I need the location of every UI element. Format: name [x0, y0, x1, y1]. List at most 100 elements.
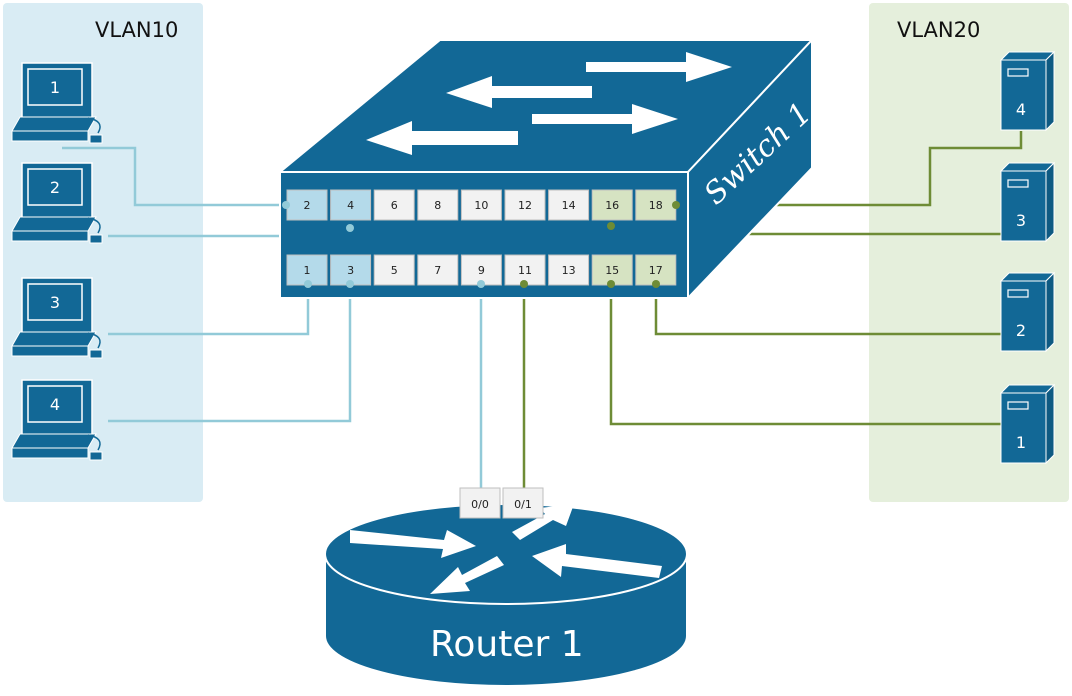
- port-box: [417, 254, 459, 286]
- port-box: [373, 189, 415, 221]
- link-port15-server1: [609, 284, 1001, 426]
- switch-port-13: 13: [548, 254, 590, 286]
- router-port-0-1: 0/1: [502, 487, 544, 519]
- port-number: 5: [391, 264, 398, 277]
- port-number: 1: [304, 264, 311, 277]
- mouse-icon: [89, 134, 103, 144]
- port-box: [459, 487, 501, 519]
- port-box: [286, 189, 328, 221]
- port-box: [330, 254, 372, 286]
- server-top: [999, 51, 1056, 61]
- port-box: [635, 189, 677, 221]
- screen: [27, 385, 83, 423]
- link-port18-server4: [676, 131, 1023, 207]
- port-box: [635, 254, 677, 286]
- vlan20-servers: 4 3 2 1: [999, 50, 1056, 465]
- server-side: [1045, 50, 1055, 132]
- port-number: 2: [304, 199, 311, 212]
- pc-4-icon: 4: [11, 379, 103, 461]
- port-link-dot: [672, 201, 680, 209]
- server-1-icon: 1: [999, 383, 1056, 465]
- port-number: 8: [434, 199, 441, 212]
- server-number: 4: [1016, 100, 1026, 119]
- server-number: 3: [1016, 211, 1026, 230]
- mouse-icon: [89, 451, 103, 461]
- mouse-cable: [87, 217, 101, 234]
- port-link-dot: [304, 280, 312, 288]
- drive-slot: [1007, 179, 1029, 188]
- port-link-dot: [520, 280, 528, 288]
- mouse-icon: [89, 349, 103, 359]
- port-box: [591, 254, 633, 286]
- server-number: 2: [1016, 321, 1026, 340]
- switch-port-4: 4: [330, 189, 372, 221]
- arrow-icon: [532, 544, 662, 578]
- port-link-dot: [346, 280, 354, 288]
- port-box: [548, 189, 590, 221]
- arrow-right-icon: [586, 52, 732, 82]
- switch-port-16: 16: [591, 189, 633, 221]
- arrow-left-icon: [446, 76, 592, 108]
- server-side: [1045, 383, 1055, 465]
- link-pc1-port2: [62, 146, 286, 207]
- switch-port-8: 8: [417, 189, 459, 221]
- server-3-icon: 3: [999, 161, 1056, 243]
- switch-arrows: [366, 52, 732, 155]
- port-number: 15: [605, 264, 619, 277]
- port-box: [460, 254, 502, 286]
- arrow-right-icon: [532, 104, 678, 134]
- keyboard: [11, 433, 97, 449]
- switch-port-12: 12: [504, 189, 546, 221]
- keyboard: [11, 116, 97, 132]
- server-top: [999, 384, 1056, 394]
- pc-number: 2: [50, 178, 60, 197]
- mouse-cable: [87, 117, 101, 134]
- switch-port-14: 14: [548, 189, 590, 221]
- keyboard: [11, 216, 97, 232]
- mouse-cable: [87, 434, 101, 451]
- pc-2-icon: 2: [11, 162, 103, 244]
- pc-3-icon: 3: [11, 277, 103, 359]
- router-1: Router 1: [324, 503, 688, 687]
- port-link-dot: [477, 280, 485, 288]
- port-number: 10: [474, 199, 488, 212]
- screen: [27, 68, 83, 106]
- switch-port-7: 7: [417, 254, 459, 286]
- port-box: [460, 189, 502, 221]
- keyboard-front: [11, 230, 89, 242]
- port-link-dot: [607, 222, 615, 230]
- screen: [27, 283, 83, 321]
- port-number: 12: [518, 199, 532, 212]
- port-box: [548, 254, 590, 286]
- port-box: [417, 189, 459, 221]
- switch-port-9: 9: [460, 254, 502, 286]
- port-number: 6: [391, 199, 398, 212]
- drive-slot: [1007, 68, 1029, 77]
- pc-number: 3: [50, 293, 60, 312]
- port-number: 16: [605, 199, 619, 212]
- port-number: 9: [478, 264, 485, 277]
- link-pc4-port3: [108, 284, 352, 423]
- port-box: [504, 254, 546, 286]
- port-number: 3: [347, 264, 354, 277]
- port-link-dot: [346, 224, 354, 232]
- switch-port-15: 15: [591, 254, 633, 286]
- vlan10-title: VLAN10: [95, 18, 178, 42]
- arrow-icon: [350, 530, 476, 558]
- mouse-icon: [89, 234, 103, 244]
- port-box: [502, 487, 544, 519]
- port-link-dot: [282, 201, 290, 209]
- arrow-icon: [430, 556, 504, 594]
- switch-port-3: 3: [330, 254, 372, 286]
- port-number: 14: [562, 199, 576, 212]
- keyboard: [11, 331, 97, 347]
- arrow-icon: [512, 504, 574, 540]
- switch-port-18: 18: [635, 189, 677, 221]
- drive-slot: [1007, 401, 1029, 410]
- port-number: 7: [434, 264, 441, 277]
- keyboard-front: [11, 130, 89, 142]
